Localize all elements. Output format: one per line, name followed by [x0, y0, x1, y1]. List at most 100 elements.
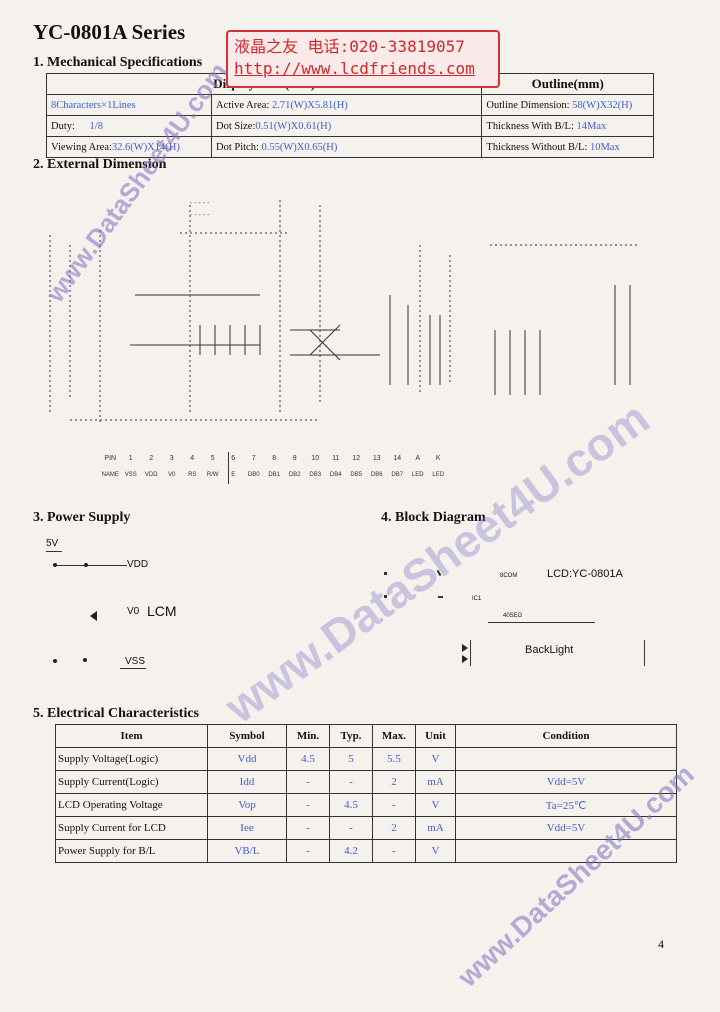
backlight-arrow-icon [462, 644, 468, 652]
cell-item: LCD Operating Voltage [55, 793, 208, 817]
cell-symbol: Iee [207, 816, 287, 840]
block-mark [384, 572, 387, 575]
cell-value: 2.71(W)X5.81(H) [271, 99, 348, 111]
pin-number: 6 [231, 455, 236, 462]
cell-condition: Ta=25℃ [455, 793, 677, 817]
cell-value: 0.51(W)X0.61(H) [255, 120, 332, 132]
cell-min: - [286, 816, 330, 840]
contact-stamp: 液晶之友 电话:020-33819057 http://www.lcdfrien… [226, 30, 500, 88]
backlight-arrow-icon [462, 655, 468, 663]
cell-min: - [286, 770, 330, 794]
seg-label: 40SEG [503, 613, 523, 619]
cell-unit: mA [415, 770, 456, 794]
cell-value: 0.55(W)X0.65(H) [261, 141, 338, 153]
backlight-left-edge [470, 640, 471, 666]
cell-typ: 4.2 [329, 839, 373, 863]
cell-value: 32.6(W)X14(H) [111, 141, 180, 153]
pin-name: DB2 [288, 472, 301, 478]
cell-max: 5.5 [372, 747, 416, 771]
cell-value: 58(W)X32(H) [572, 99, 633, 111]
table-row: Supply Current(Logic) Idd - - 2 mA Vdd=5… [55, 770, 677, 794]
table-row: Viewing Area:32.6(W)X14(H) Dot Pitch: 0.… [46, 136, 654, 158]
column-header: Max. [372, 724, 416, 748]
ic1-label: IC1 [472, 596, 482, 602]
electrical-characteristics-table: Item Symbol Min. Typ. Max. Unit Conditio… [55, 724, 677, 863]
cell-label: Duty: [51, 120, 78, 132]
table-row: Supply Current for LCD Iee - - 2 mA Vdd=… [55, 816, 677, 840]
cell-item: Power Supply for B/L [55, 839, 208, 863]
cell-label: Outline Dimension: [486, 99, 573, 111]
lcm-label: LCM [147, 603, 177, 619]
column-header: Condition [455, 724, 677, 748]
vdd-label: VDD [127, 559, 149, 570]
cell-symbol: VB/L [207, 839, 287, 863]
pin-number: PIN [104, 455, 117, 462]
pin-name: V0 [168, 472, 176, 478]
table-row: 8Characters×1Lines Active Area: 2.71(W)X… [46, 94, 654, 116]
outline-header: Outline(mm) [481, 73, 654, 95]
block-mark [384, 595, 387, 598]
pin-number: 12 [352, 455, 361, 462]
cell-value: 10Max [589, 141, 620, 153]
cell-label: Active Area: [216, 99, 272, 111]
cell-label: Viewing Area: [51, 141, 112, 153]
table-row: LCD Operating Voltage Vop - 4.5 - V Ta=2… [55, 793, 677, 817]
dimension-note: - - - - - [190, 200, 210, 207]
cell-value: 1/8 [89, 120, 103, 132]
cell-unit: V [415, 793, 456, 817]
stamp-phone-line: 液晶之友 电话:020-33819057 [234, 37, 465, 56]
cell-max: - [372, 793, 416, 817]
power-5v-label: 5V [46, 538, 59, 549]
cell-item: Supply Current(Logic) [55, 770, 208, 794]
table-header-row: Item Symbol Min. Typ. Max. Unit Conditio… [55, 724, 677, 748]
cell-unit: mA [415, 816, 456, 840]
pin-name: DB7 [391, 472, 404, 478]
pin-number: 14 [393, 455, 402, 462]
column-header: Unit [415, 724, 456, 748]
cell-condition [455, 747, 677, 771]
cell-label: Dot Size: [216, 120, 256, 132]
cell-min: - [286, 793, 330, 817]
power-5v-tick [46, 551, 62, 552]
vss-label: VSS [125, 656, 146, 667]
section-mechanical-heading: 1. Mechanical Specifications [33, 55, 203, 70]
cell-label: Dot Pitch: [216, 141, 262, 153]
pin-name: DB4 [329, 472, 342, 478]
cell-typ: 5 [329, 747, 373, 771]
page-title: YC-0801A Series [33, 20, 186, 44]
cell-max: - [372, 839, 416, 863]
block-mark [438, 596, 443, 598]
stamp-url-line: http://www.lcdfriends.com [234, 59, 475, 78]
page-number: 4 [658, 937, 664, 951]
table-row: Power Supply for B/L VB/L - 4.2 - V [55, 839, 677, 863]
pin-name: DB5 [350, 472, 363, 478]
pin-number: 7 [251, 455, 256, 462]
backlight-label: BackLight [525, 644, 574, 656]
mechanical-spec-table: Display Area(mm) Outline(mm) 8Characters… [45, 73, 654, 158]
cell-unit: V [415, 747, 456, 771]
pin-divider [228, 452, 229, 484]
pin-number: K [435, 455, 441, 462]
cell-max: 2 [372, 770, 416, 794]
potentiometer-arrow-icon [90, 611, 97, 621]
pin-number: 2 [149, 455, 154, 462]
cell-min: 4.5 [286, 747, 330, 771]
pin-number: 4 [190, 455, 195, 462]
cell-item: Supply Voltage(Logic) [55, 747, 208, 771]
cell-symbol: Idd [207, 770, 287, 794]
pin-number: 5 [210, 455, 215, 462]
pin-name: RS [188, 472, 197, 478]
pin-name: DB3 [309, 472, 322, 478]
pin-name: LED [432, 472, 445, 478]
v0-label: V0 [127, 606, 140, 617]
pin-number: A [415, 455, 421, 462]
cell-label: Thickness Without B/L: [486, 141, 590, 153]
pin-number: 1 [128, 455, 133, 462]
pin-name: R/W [206, 472, 219, 478]
pin-number: 9 [292, 455, 297, 462]
pin-name: DB1 [268, 472, 281, 478]
external-dimension-drawing: - - - - - - - - - - [49, 200, 640, 425]
cell-condition: Vdd=5V [455, 816, 677, 840]
